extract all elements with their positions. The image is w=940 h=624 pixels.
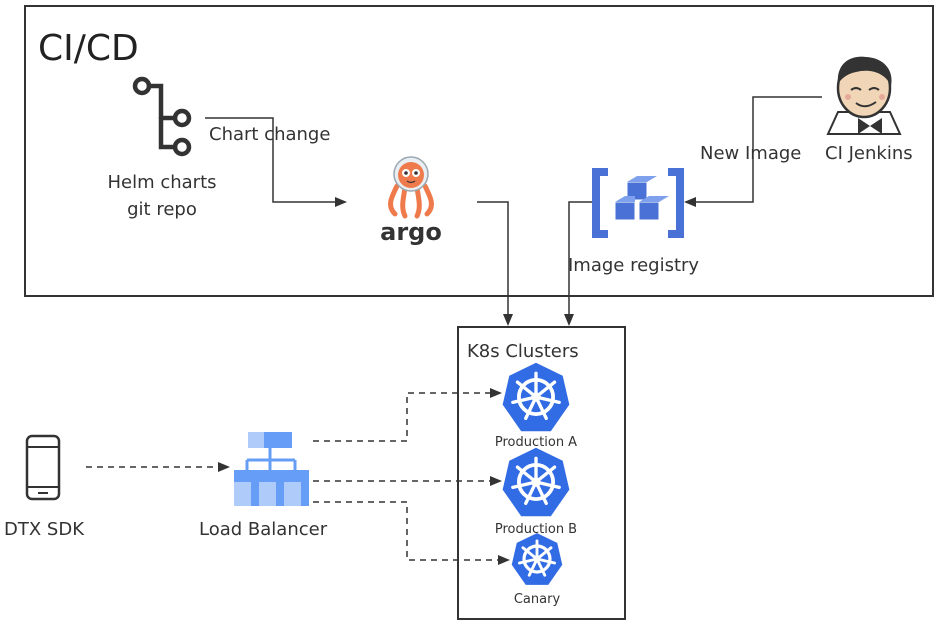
edge-new-image bbox=[684, 96, 822, 207]
edge-lb-to-canary bbox=[313, 501, 510, 565]
kubernetes-helm-wheel-icon-production-b bbox=[502, 447, 570, 517]
jenkins-butler-icon bbox=[826, 56, 902, 135]
helm-charts-label-line2: git repo bbox=[127, 199, 197, 220]
edge-chart-change bbox=[205, 117, 347, 207]
image-registry-label: Image registry bbox=[568, 255, 700, 276]
dtx-sdk-label: DTX SDK bbox=[4, 519, 84, 540]
canary-label: Canary bbox=[513, 592, 561, 607]
mobile-phone-icon bbox=[25, 434, 61, 501]
cicd-boundary bbox=[24, 5, 934, 297]
helm-charts-label-line1: Helm charts bbox=[107, 172, 217, 193]
load-balancer-icon bbox=[234, 432, 309, 506]
load-balancer-label: Load Balancer bbox=[199, 519, 328, 540]
edge-registry-to-k8s bbox=[564, 201, 596, 326]
new-image-label: New Image bbox=[700, 143, 802, 164]
edge-lb-to-prod-a bbox=[313, 388, 502, 442]
argo-logo-text: argo bbox=[380, 218, 442, 246]
chart-change-label: Chart change bbox=[209, 124, 331, 145]
edge-argo-to-k8s bbox=[477, 201, 513, 326]
kubernetes-helm-wheel-icon-canary bbox=[511, 533, 563, 585]
helm-charts-label: Helm charts git repo bbox=[88, 169, 236, 223]
production-b-label: Production B bbox=[494, 522, 578, 537]
k8s-clusters-title: K8s Clusters bbox=[467, 341, 579, 362]
git-branch-icon bbox=[132, 76, 192, 157]
kubernetes-helm-wheel-icon-production-a bbox=[502, 362, 570, 432]
production-a-label: Production A bbox=[494, 435, 578, 450]
argo-octopus-logo: argo bbox=[380, 156, 442, 246]
ci-jenkins-label: CI Jenkins bbox=[825, 143, 913, 164]
k8s-clusters-boundary bbox=[457, 326, 626, 620]
cicd-title: CI/CD bbox=[38, 28, 139, 69]
cube-registry-icon bbox=[592, 168, 684, 238]
